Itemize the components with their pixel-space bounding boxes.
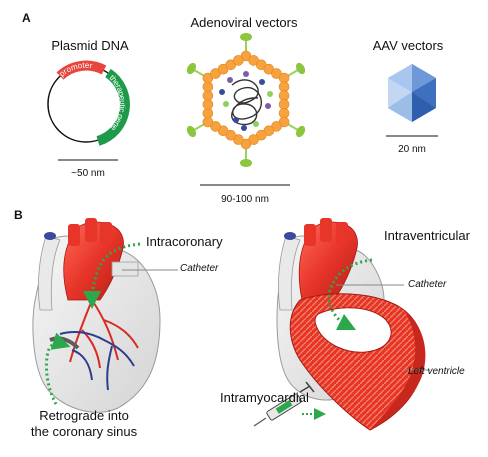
adeno-capsomer [202,99,214,110]
adeno-capsomer [202,116,214,128]
coronary-vessels [59,299,139,391]
adeno-fiber-knob [295,125,306,138]
retrograde-label-line1: Retrograde into [39,408,129,423]
adeno-core-protein [267,91,273,97]
adeno-core-protein [253,121,259,127]
aav-diagram: AAV vectors 20 nm [373,38,444,155]
adeno-core-protein [219,89,225,95]
panel-a-label: A [22,11,31,25]
adeno-fibers [186,33,306,167]
plasmid-diagram: Plasmid DNA promoter therapeutic gene ~5… [47,38,130,179]
left-vessel-opening [44,232,56,240]
right-aorta-branch-1 [304,224,316,246]
adeno-core-protein [241,125,247,131]
syringe-icon [253,381,326,427]
adeno-capsomer [278,90,290,101]
adenovirus-title: Adenoviral vectors [191,15,298,30]
left-ventricle-label: Left ventricle [408,366,465,377]
right-heart: Intraventricular Catheter Left ventricle… [220,218,471,431]
intraventricular-label: Intraventricular [384,228,471,243]
plasmid-scale-label: ~50 nm [71,168,105,179]
adeno-fiber-knob [186,62,197,75]
intramyocardial-label: Intramyocardial [220,390,309,405]
adeno-capsomer [278,107,290,119]
retrograde-label-line2: the coronary sinus [31,424,138,439]
adeno-capsid [202,50,290,150]
right-vena-cava [278,235,301,311]
adeno-genome [231,79,263,126]
right-catheter-label: Catheter [408,279,447,290]
promoter-segment [56,60,107,80]
adeno-fiber-knob [240,33,252,41]
intraventricular-route [327,258,373,331]
adeno-core-protein [265,103,271,109]
adeno-core-protein [223,101,229,107]
adeno-core-proteins [219,71,273,131]
adeno-core-protein [227,77,233,83]
panel-a: A Plasmid DNA promoter therapeutic gene … [22,11,444,205]
left-aorta-branch-3 [100,222,112,244]
right-aorta-branch-3 [336,222,348,244]
adeno-core-protein [233,117,239,123]
left-vena-cava [38,235,61,311]
adeno-capsomer [278,72,290,84]
aav-scale-label: 20 nm [398,144,426,155]
adeno-fiber-knob [295,62,306,75]
retrograde-route [44,332,71,405]
adeno-capsomer [233,55,244,66]
left-pulmonary-vessel [111,261,139,277]
left-aorta-branch-2 [85,218,97,242]
adeno-fiber-knob [240,159,252,167]
adeno-capsomer [202,81,214,93]
promoter-label: promoter [58,61,94,79]
panel-b: B Intracoronary [14,208,471,439]
adenovirus-diagram: Adenoviral vectors 90-100 nm [186,15,306,205]
gene-segment [96,68,130,146]
panel-b-label: B [14,208,23,222]
adeno-scale-label: 90-100 nm [221,194,269,205]
adeno-fiber-knob [186,125,197,138]
adeno-core-protein [243,71,249,77]
right-vessel-opening [284,232,296,240]
intracoronary-label: Intracoronary [146,234,223,249]
plasmid-title: Plasmid DNA [51,38,129,53]
left-heart: Intracoronary Catheter Retrograde into t… [31,218,223,439]
adeno-core-protein [259,79,265,85]
left-catheter-label: Catheter [180,263,219,274]
left-aorta-branch-1 [68,224,80,246]
right-aorta-branch-2 [320,218,332,242]
aav-title: AAV vectors [373,38,444,53]
aav-icosahedron [388,64,436,122]
